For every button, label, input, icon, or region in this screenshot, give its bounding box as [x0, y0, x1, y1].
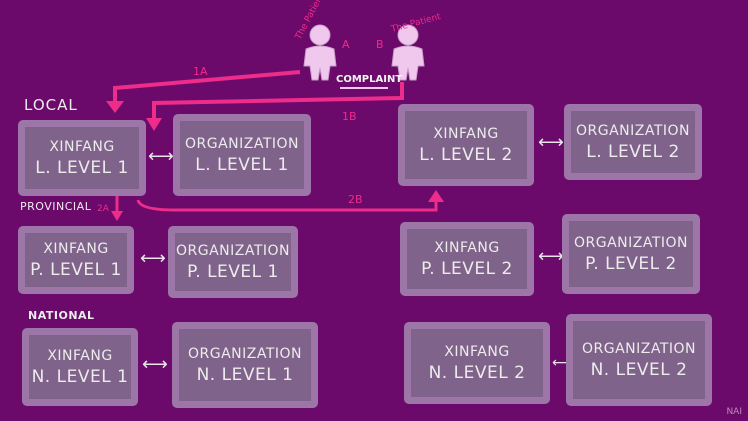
- connector-local-1: ⟷: [148, 146, 174, 167]
- connector-provincial-2: ⟷: [538, 246, 564, 267]
- arrow-2b: [136, 199, 438, 212]
- box-organization-local-1: ORGANIZATION L. LEVEL 1: [173, 114, 311, 196]
- level-label-national: NATIONAL: [28, 309, 95, 322]
- patient-figure-right: [391, 24, 425, 81]
- box-title: XINFANG: [434, 239, 500, 256]
- box-title: ORGANIZATION: [573, 234, 689, 251]
- arrow-1b-head: [146, 118, 162, 131]
- box-organization-national-1: ORGANIZATION N. LEVEL 1: [172, 322, 318, 408]
- box-level: N. LEVEL 1: [31, 366, 129, 387]
- artist-signature: NAI: [726, 407, 742, 417]
- box-title: XINFANG: [444, 343, 510, 360]
- box-title: XINFANG: [43, 240, 109, 257]
- box-xinfang-local-1: XINFANG L. LEVEL 1: [18, 120, 146, 196]
- box-level: L. LEVEL 2: [419, 144, 513, 165]
- box-level: L. LEVEL 1: [195, 154, 289, 175]
- box-xinfang-national-1: XINFANG N. LEVEL 1: [22, 328, 138, 406]
- arrow-b-label: B: [376, 38, 384, 51]
- box-organization-provincial-1: ORGANIZATION P. LEVEL 1: [168, 226, 298, 298]
- box-title: ORGANIZATION: [581, 340, 697, 357]
- box-title: XINFANG: [49, 138, 115, 155]
- arrow-1a: [113, 70, 301, 103]
- connector-local-2: ⟷: [538, 132, 564, 153]
- box-xinfang-local-2: XINFANG L. LEVEL 2: [398, 104, 534, 186]
- box-xinfang-provincial-1: XINFANG P. LEVEL 1: [18, 226, 134, 294]
- arrow-1a-head: [106, 101, 124, 113]
- box-level: N. LEVEL 2: [428, 362, 526, 383]
- box-organization-provincial-2: ORGANIZATION P. LEVEL 2: [562, 214, 700, 294]
- connector-national-1: ⟷: [142, 354, 168, 375]
- level-label-local: LOCAL: [24, 96, 78, 114]
- box-level: P. LEVEL 1: [30, 259, 122, 280]
- arrow-1b-label: 1B: [342, 110, 357, 123]
- arrow-1b: [152, 82, 404, 120]
- arrow-2a-head: [111, 211, 123, 221]
- box-title: XINFANG: [47, 347, 113, 364]
- arrow-1a-label: 1A: [193, 65, 208, 78]
- box-organization-national-2: ORGANIZATION N. LEVEL 2: [566, 314, 712, 406]
- box-level: N. LEVEL 1: [196, 364, 294, 385]
- box-title: ORGANIZATION: [187, 345, 303, 362]
- complaint-label: COMPLAINT: [336, 74, 402, 85]
- arrow-2b-head: [428, 190, 444, 202]
- box-organization-local-2: ORGANIZATION L. LEVEL 2: [564, 104, 702, 180]
- arrow-2b-label: 2B: [348, 193, 363, 206]
- box-level: L. LEVEL 2: [586, 141, 680, 162]
- box-xinfang-national-2: XINFANG N. LEVEL 2: [404, 322, 550, 404]
- box-title: ORGANIZATION: [184, 135, 300, 152]
- box-level: P. LEVEL 2: [585, 253, 677, 274]
- box-title: ORGANIZATION: [175, 242, 291, 259]
- box-title: XINFANG: [433, 125, 499, 142]
- patient-figure-left: [303, 24, 337, 81]
- connector-provincial-1: ⟷: [140, 248, 166, 269]
- box-level: P. LEVEL 2: [421, 258, 513, 279]
- box-xinfang-provincial-2: XINFANG P. LEVEL 2: [400, 222, 534, 296]
- arrow-2a-label: 2A: [97, 204, 110, 214]
- box-level: P. LEVEL 1: [187, 261, 279, 282]
- arrow-a-label: A: [342, 38, 350, 51]
- level-label-provincial: PROVINCIAL: [20, 200, 92, 213]
- box-level: N. LEVEL 2: [590, 359, 688, 380]
- box-title: ORGANIZATION: [575, 122, 691, 139]
- box-level: L. LEVEL 1: [35, 157, 129, 178]
